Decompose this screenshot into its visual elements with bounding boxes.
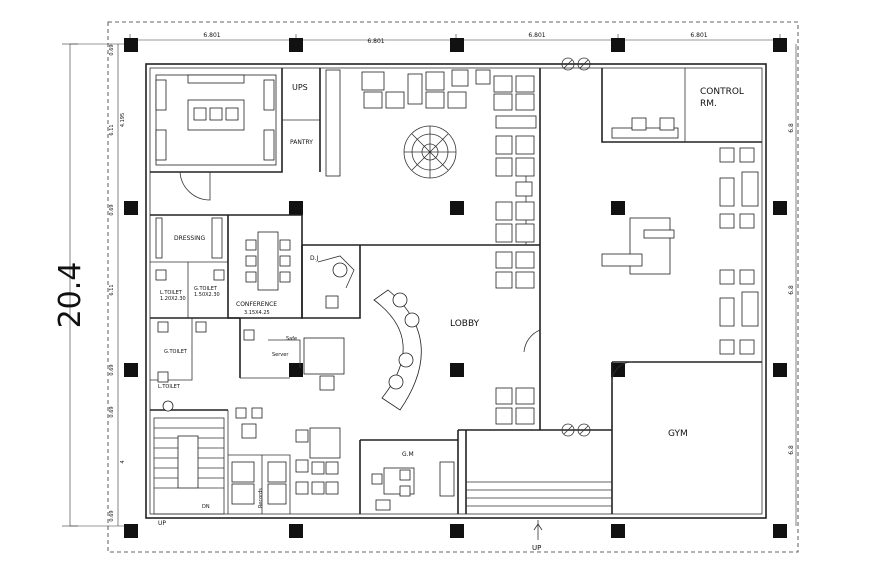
right-wing-seating [719,147,759,355]
room-label-records: Records [258,488,264,508]
lobby-seating [495,251,541,425]
stair-up-left: UP [158,520,166,527]
gm-furniture [371,461,455,511]
overall-dimension [62,43,130,527]
workstation-cluster [295,427,341,495]
top-left-office-furniture [155,74,277,201]
room-label-dressing: DRESSING [174,235,205,242]
room-label-pantry: PANTRY [290,139,313,146]
lower-toilet-fixtures [157,321,207,412]
room-label-ups: UPS [292,83,308,92]
room-label-dj: D.J [310,255,319,262]
room-label-g-toilet: G.TOILET [194,286,218,292]
window-markers [561,57,591,437]
conference-table [245,231,291,291]
room-label-lobby: LOBBY [450,319,480,329]
overall-dimension-label: 20.4 [53,262,88,329]
staircase-left [153,417,225,515]
right-dim-1: 6.8 [788,123,795,133]
room-label-gym: GYM [668,429,688,439]
stair-up-bottom: UP [532,544,541,552]
records-furniture [231,407,287,505]
waiting-seating-top [361,69,537,243]
structural-columns [124,38,787,538]
room-label-control-rm: RM. [700,99,717,109]
left-dim-8: 4 [120,460,126,463]
room-label-g-toilet-lower: G.TOILET [164,349,188,355]
interior-walls [150,68,762,514]
left-dim-3: 4.195 [120,113,126,127]
room-label-conference: CONFERENCE [236,301,277,308]
right-dim-3: 6.8 [788,445,795,455]
right-dim-2: 6.8 [788,285,795,295]
outer-wall-inner [149,67,763,515]
stair-dn: DN [202,504,210,510]
left-dim-7: 0.69 [109,406,115,417]
room-label-server: Server [272,352,289,358]
left-dim-4: 0.69 [109,204,115,215]
outer-wall [145,63,767,519]
room-label-g-toilet-size: 1.50X2.30 [194,292,220,298]
dj-furniture [317,255,355,309]
top-dim-1: 6.801 [203,32,220,39]
left-dim-2: 6.11 [109,124,115,135]
room-label-gm: G.M [402,451,414,458]
room-label-l-toilet-size: 1.20X2.30 [160,296,186,302]
left-dim-1: 0.69 [109,44,115,55]
top-dim-4: 6.801 [690,32,707,39]
outer-boundary [107,21,799,553]
room-label-control: CONTROL [700,87,744,97]
top-dim-3: 6.801 [528,32,545,39]
left-dim-9: 0.69 [109,510,115,521]
entrance-steps [466,481,612,540]
pantry-counter [325,69,341,177]
gym-door [611,361,633,383]
room-label-l-toilet: L.TOILET [160,290,183,296]
room-label-toilet-lower: L.TOILET [158,384,181,390]
room-label-safe: Safe [286,336,297,342]
left-dim-5: 6.11 [109,284,115,295]
top-dim-2: 6.801 [367,38,384,45]
dressing-fixtures [155,217,225,281]
floor-rosette [403,125,457,179]
central-desk [601,217,675,275]
left-dim-6: 0.69 [109,364,115,375]
reception-desk [373,289,422,411]
workstation-mid [243,329,345,391]
control-room-furniture [611,117,679,139]
room-label-conference-size: 3.15X4.25 [244,310,270,316]
